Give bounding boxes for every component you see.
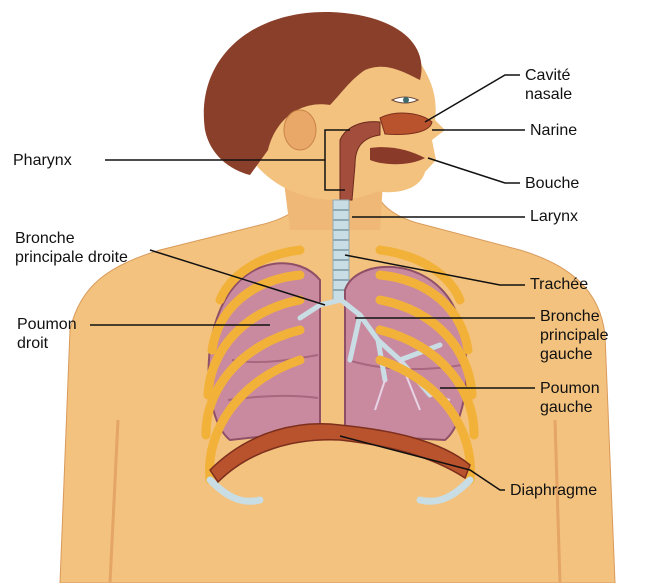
pointer-lines	[90, 74, 535, 491]
label-bronche-principale-gauche: Bronche principale gauche	[540, 308, 609, 363]
label-trachee: Trachée	[530, 276, 589, 293]
pharynx-tube	[339, 121, 381, 201]
label-pharynx: Pharynx	[13, 152, 72, 169]
label-poumon-droit: Poumon droit	[17, 316, 77, 352]
nasal-cavity	[379, 112, 433, 135]
label-cavite-nasale: Cavité nasale	[525, 67, 573, 103]
label-poumon-gauche: Poumon gauche	[540, 380, 600, 416]
label-bronche-principale-droite: Bronche principale droite	[15, 230, 128, 266]
label-diaphragme: Diaphragme	[510, 482, 598, 499]
hair	[203, 11, 422, 175]
label-bouche: Bouche	[525, 175, 580, 192]
label-narine: Narine	[530, 122, 578, 139]
ribs	[201, 245, 479, 485]
label-larynx: Larynx	[530, 208, 579, 225]
ear	[283, 109, 317, 151]
mouth-cavity	[370, 147, 425, 165]
trachea	[332, 199, 350, 301]
diaphragm	[209, 423, 471, 484]
